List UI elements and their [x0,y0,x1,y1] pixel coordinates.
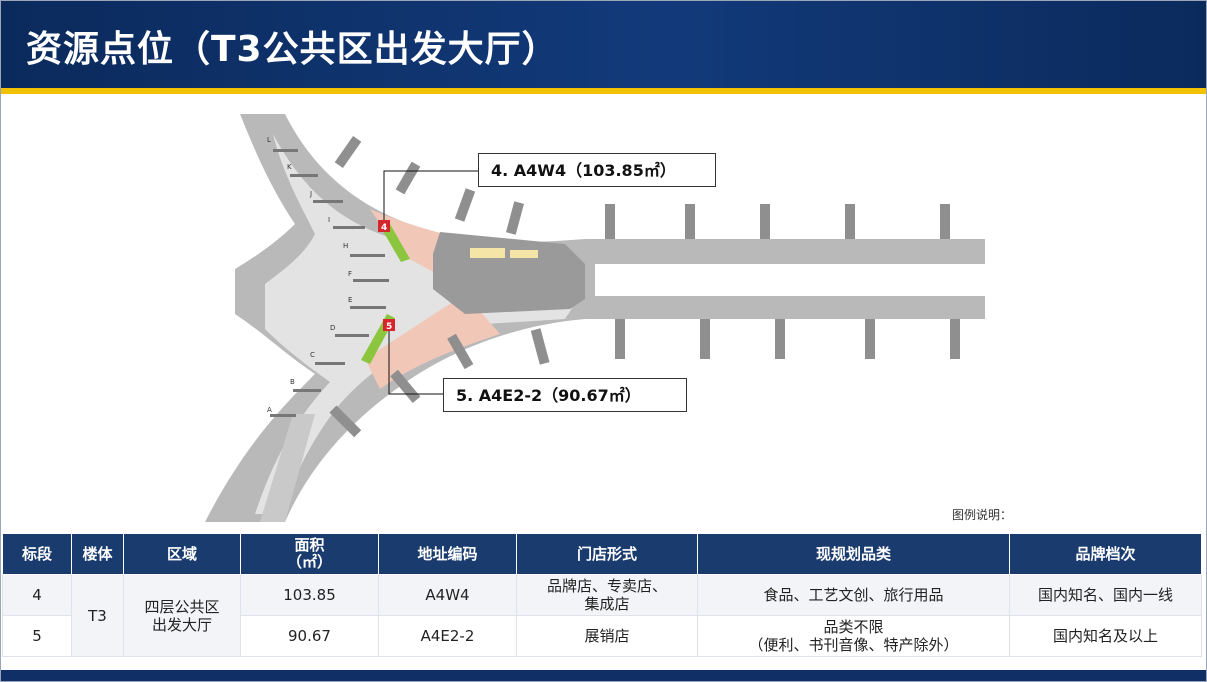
gate-fingers [329,136,960,438]
column-header: 品牌档次 [1009,533,1202,575]
gate-label: B [290,378,295,386]
table-row: 4 T3 四层公共区出发大厅 103.85 A4W4 品牌店、专卖店、集成店 食… [2,574,1202,657]
location-marker-5 [383,319,395,331]
green-strip-north [380,224,410,262]
marker-number: 5 [386,322,392,332]
column-header: 现规划品类 [697,533,1010,575]
store-type-cell: 展销店 [516,615,698,657]
callout-leader-4 [383,170,490,220]
gate-label: I [328,216,330,224]
title-banner: 资源点位（T3公共区出发大厅） [0,0,1207,92]
legend-label: 图例说明： [952,508,1013,522]
marker-number: 4 [381,223,387,233]
category-cell: 食品、工艺文创、旅行用品 [697,574,1010,616]
brand-level-cell: 国内知名及以上 [1009,615,1202,657]
column-header: 标段 [2,533,72,575]
resource-table: 标段 楼体 区域 面积（㎡） 地址编码 门店形式 现规划品类 品牌档次 4 T3… [2,533,1202,657]
area-cell: 90.67 [240,615,379,657]
gate-label: A [267,406,272,414]
column-header: 门店形式 [516,533,698,575]
area-cell: 103.85 [240,574,379,616]
gate-label: C [310,351,315,359]
gate-label: E [348,296,352,304]
page-title: 资源点位（T3公共区出发大厅） [26,29,559,70]
gate-label: J [309,190,312,198]
callout-leader-5 [388,331,445,395]
table-header-row: 标段 楼体 区域 面积（㎡） 地址编码 门店形式 现规划品类 品牌档次 [2,533,1202,575]
column-header: 地址编码 [378,533,517,575]
footer-bar [0,670,1207,682]
gate-label: L [267,136,271,144]
column-header: 区域 [123,533,241,575]
gate-label: F [348,270,352,278]
location-marker-4 [378,220,390,232]
code-cell: A4W4 [378,574,517,616]
store-type-cell: 品牌店、专卖店、集成店 [516,574,698,616]
gate-label: H [343,242,348,250]
section-cell: 4 [2,574,72,616]
terminal-body [205,114,985,522]
column-header-area: 面积（㎡） [240,533,379,575]
callout-a4e2-2: 5. A4E2-2（90.67㎡） [443,378,687,412]
table-row: 5 90.67 A4E2-2 展销店 品类不限（便利、书刊音像、特产除外） 国内… [2,615,1202,657]
header-divider [0,88,1207,94]
column-header: 楼体 [71,533,124,575]
central-core [433,232,585,314]
checkin-counters [270,149,389,417]
callout-a4w4: 4. A4W4（103.85㎡） [478,153,716,187]
building-cell: T3 [71,574,124,657]
gate-label: D [330,324,335,332]
gate-label: K [287,163,292,171]
pink-zone-south [365,294,500,389]
category-cell: 品类不限（便利、书刊音像、特产除外） [697,615,1010,657]
region-cell: 四层公共区出发大厅 [123,574,241,657]
section-cell: 5 [2,615,72,657]
brand-level-cell: 国内知名、国内一线 [1009,574,1202,616]
code-cell: A4E2-2 [378,615,517,657]
